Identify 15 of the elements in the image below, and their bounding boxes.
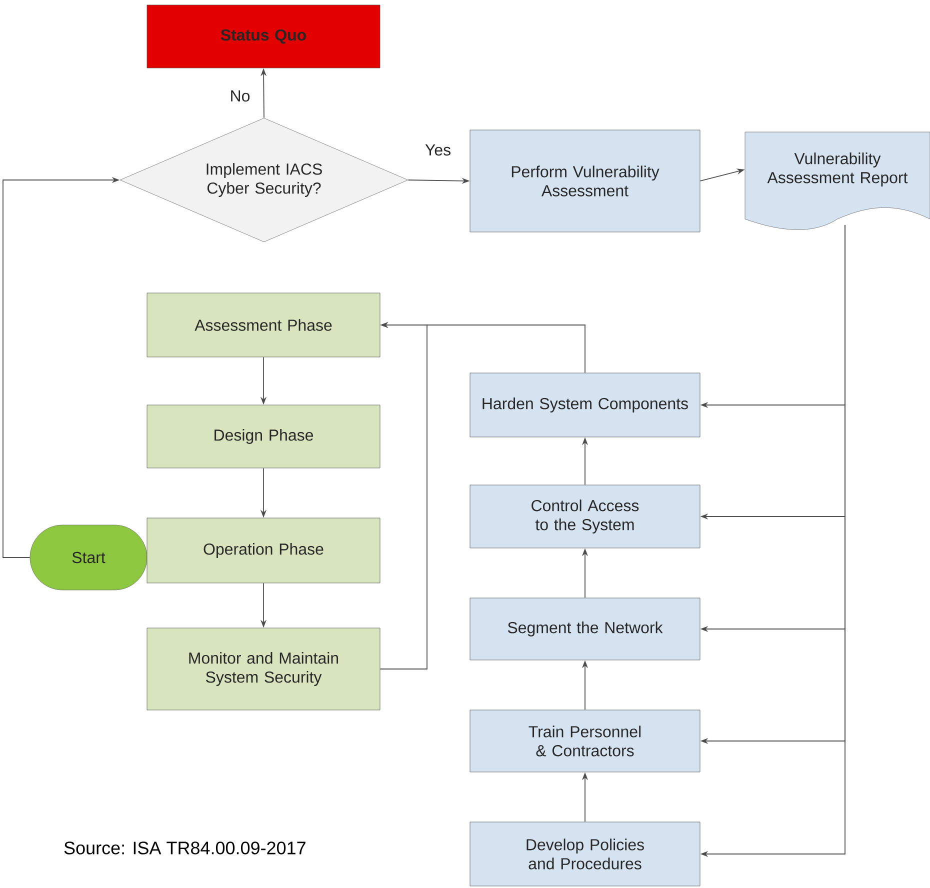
process-box: Perform Vulnerability Assessment bbox=[470, 130, 700, 232]
start-terminal: Start bbox=[30, 524, 148, 590]
edge-label: No bbox=[231, 90, 250, 102]
process-box: Segment the Network bbox=[470, 598, 700, 660]
process-box: Develop Policies and Procedures bbox=[470, 822, 700, 886]
process-box: Train Personnel & Contractors bbox=[470, 710, 700, 772]
phase-box: Operation Phase bbox=[146, 518, 380, 584]
edge-label: Yes bbox=[425, 144, 450, 156]
process-box: Status Quo bbox=[146, 4, 380, 68]
process-box: Control Access to the System bbox=[470, 484, 700, 548]
source-note: Source: ISA TR84.00.09-2017 bbox=[64, 842, 306, 854]
phase-box: Design Phase bbox=[146, 404, 380, 468]
phase-box: Monitor and Maintain System Security bbox=[146, 628, 380, 710]
process-box: Harden System Components bbox=[470, 372, 700, 438]
phase-box: Assessment Phase bbox=[146, 292, 380, 358]
